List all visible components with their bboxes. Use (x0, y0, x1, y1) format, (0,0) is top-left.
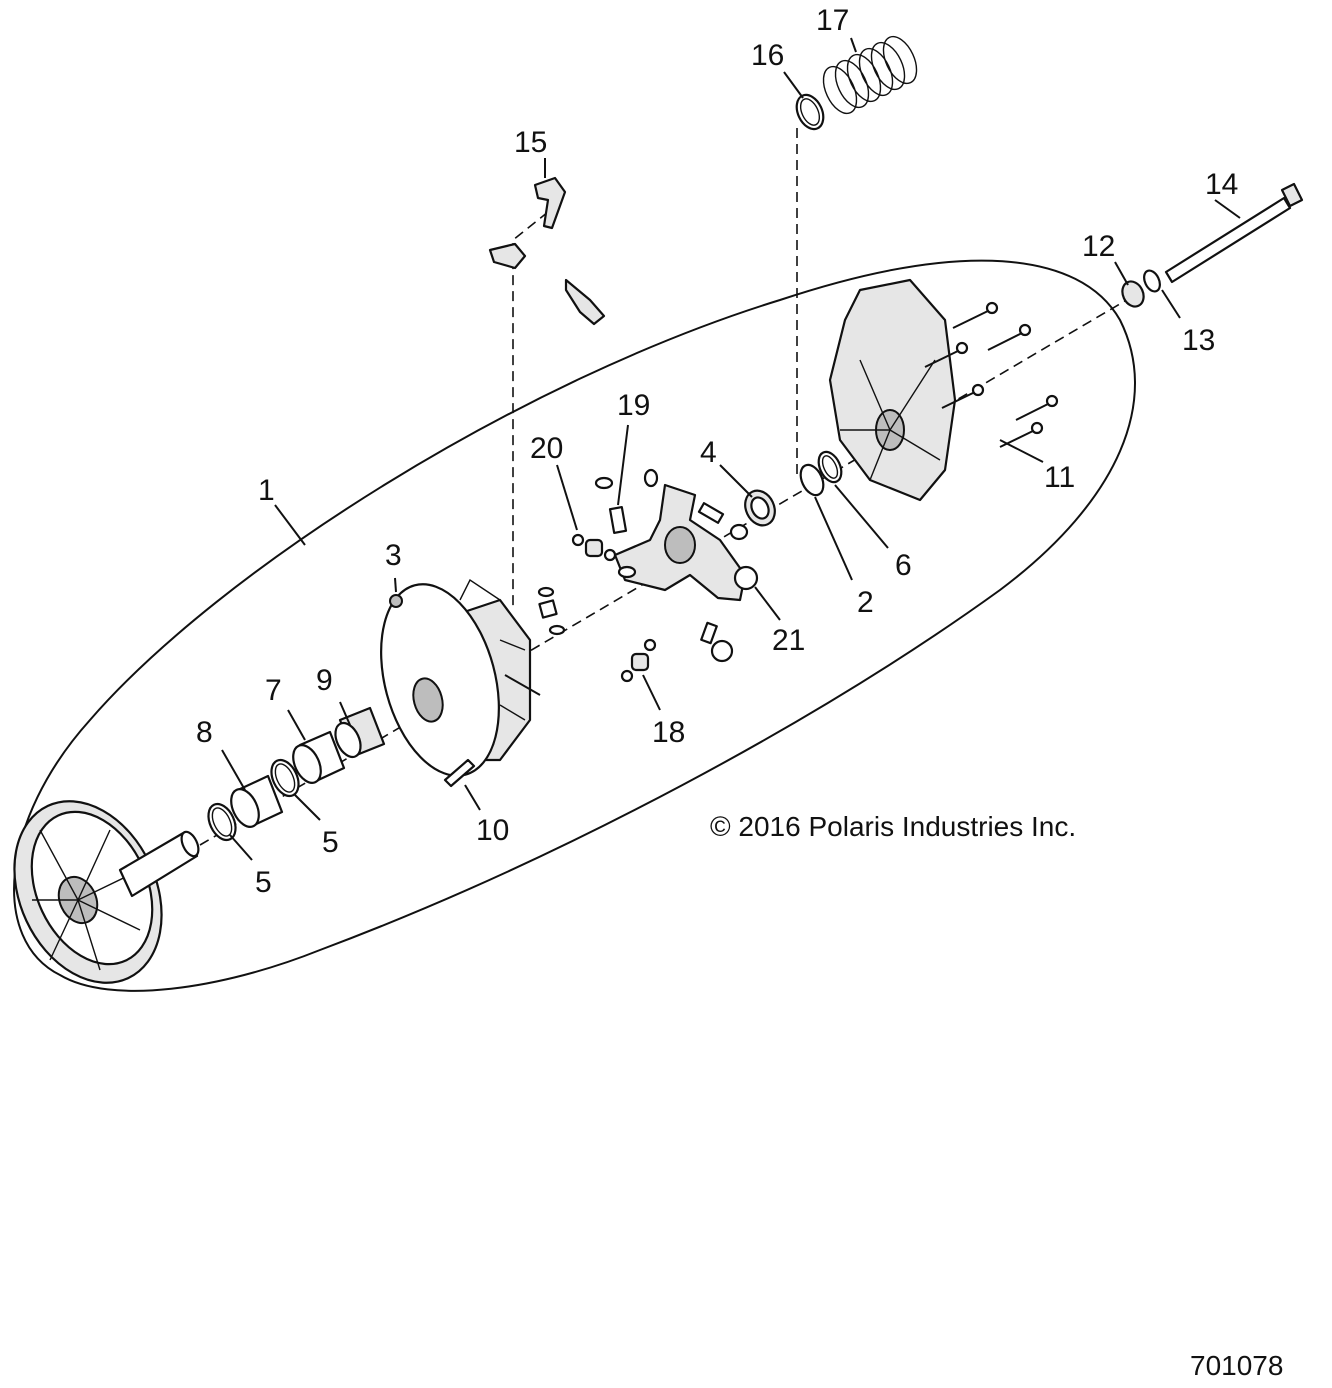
bushing-9 (334, 706, 386, 759)
callout-7: 7 (265, 674, 282, 707)
moveable-sheave (380, 578, 541, 777)
button-21b (710, 639, 734, 663)
washer-roller-18 (620, 638, 657, 683)
callout-leader-lines (221, 37, 1241, 861)
button-part (594, 476, 614, 490)
callout-11: 11 (1044, 461, 1075, 494)
washer-13 (1143, 269, 1161, 293)
callout-15: 15 (514, 126, 547, 159)
callout-5b: 5 (255, 866, 272, 899)
spring-17 (822, 35, 918, 115)
snap-ring-5-lower-inner (211, 807, 233, 837)
callout-12: 12 (1082, 230, 1115, 263)
spring-seat-16 (795, 93, 825, 131)
pin-10 (443, 758, 476, 788)
callout-8: 8 (196, 716, 213, 749)
callout-2: 2 (857, 586, 874, 619)
callout-1: 1 (258, 474, 275, 507)
figure-number: 701078 (1190, 1350, 1283, 1381)
assembly-outline (13, 259, 1136, 992)
button-part (643, 468, 659, 488)
callout-10: 10 (476, 814, 509, 847)
callout-3: 3 (385, 539, 402, 572)
bushing-7 (292, 730, 346, 784)
nut-12 (1121, 280, 1145, 308)
nut-3 (389, 594, 403, 608)
snap-ring-5-upper (270, 758, 300, 798)
guide-line-15 (512, 211, 549, 610)
roller-part (697, 502, 725, 524)
spring-seat-16-inner (799, 98, 821, 126)
clutch-cover (828, 278, 957, 502)
callout-5a: 5 (322, 826, 339, 859)
callout-21: 21 (772, 624, 805, 657)
ring-6-inner (821, 455, 839, 479)
bushing-8 (230, 774, 284, 828)
bolt-14 (1164, 182, 1304, 284)
spider (613, 483, 747, 602)
button-21 (733, 565, 759, 591)
ring-6 (817, 450, 843, 484)
callout-19: 19 (617, 389, 650, 422)
button-part (617, 565, 637, 579)
copyright-notice: © 2016 Polaris Industries Inc. (710, 811, 1076, 842)
callout-13: 13 (1182, 324, 1215, 357)
cover-bolts-11 (924, 301, 1059, 448)
snap-ring-5-lower (207, 802, 237, 842)
button-part (729, 523, 749, 541)
roller-19 (608, 506, 628, 534)
cam-weights-15 (488, 176, 606, 326)
washer-roller-20 (571, 533, 617, 562)
callout-16: 16 (751, 39, 784, 72)
callout-17: 17 (816, 4, 849, 37)
ring-2 (799, 463, 825, 497)
callout-4: 4 (700, 436, 717, 469)
callout-14: 14 (1205, 168, 1238, 201)
snap-ring-5-upper-inner (274, 763, 296, 793)
callout-9: 9 (316, 664, 333, 697)
bushing-4 (744, 489, 776, 527)
callout-20: 20 (530, 432, 563, 465)
pin-part (700, 621, 718, 645)
spider-small-parts (537, 586, 566, 636)
callout-18: 18 (652, 716, 685, 749)
fixed-sheave-fan (13, 800, 200, 984)
callout-6: 6 (895, 549, 912, 582)
